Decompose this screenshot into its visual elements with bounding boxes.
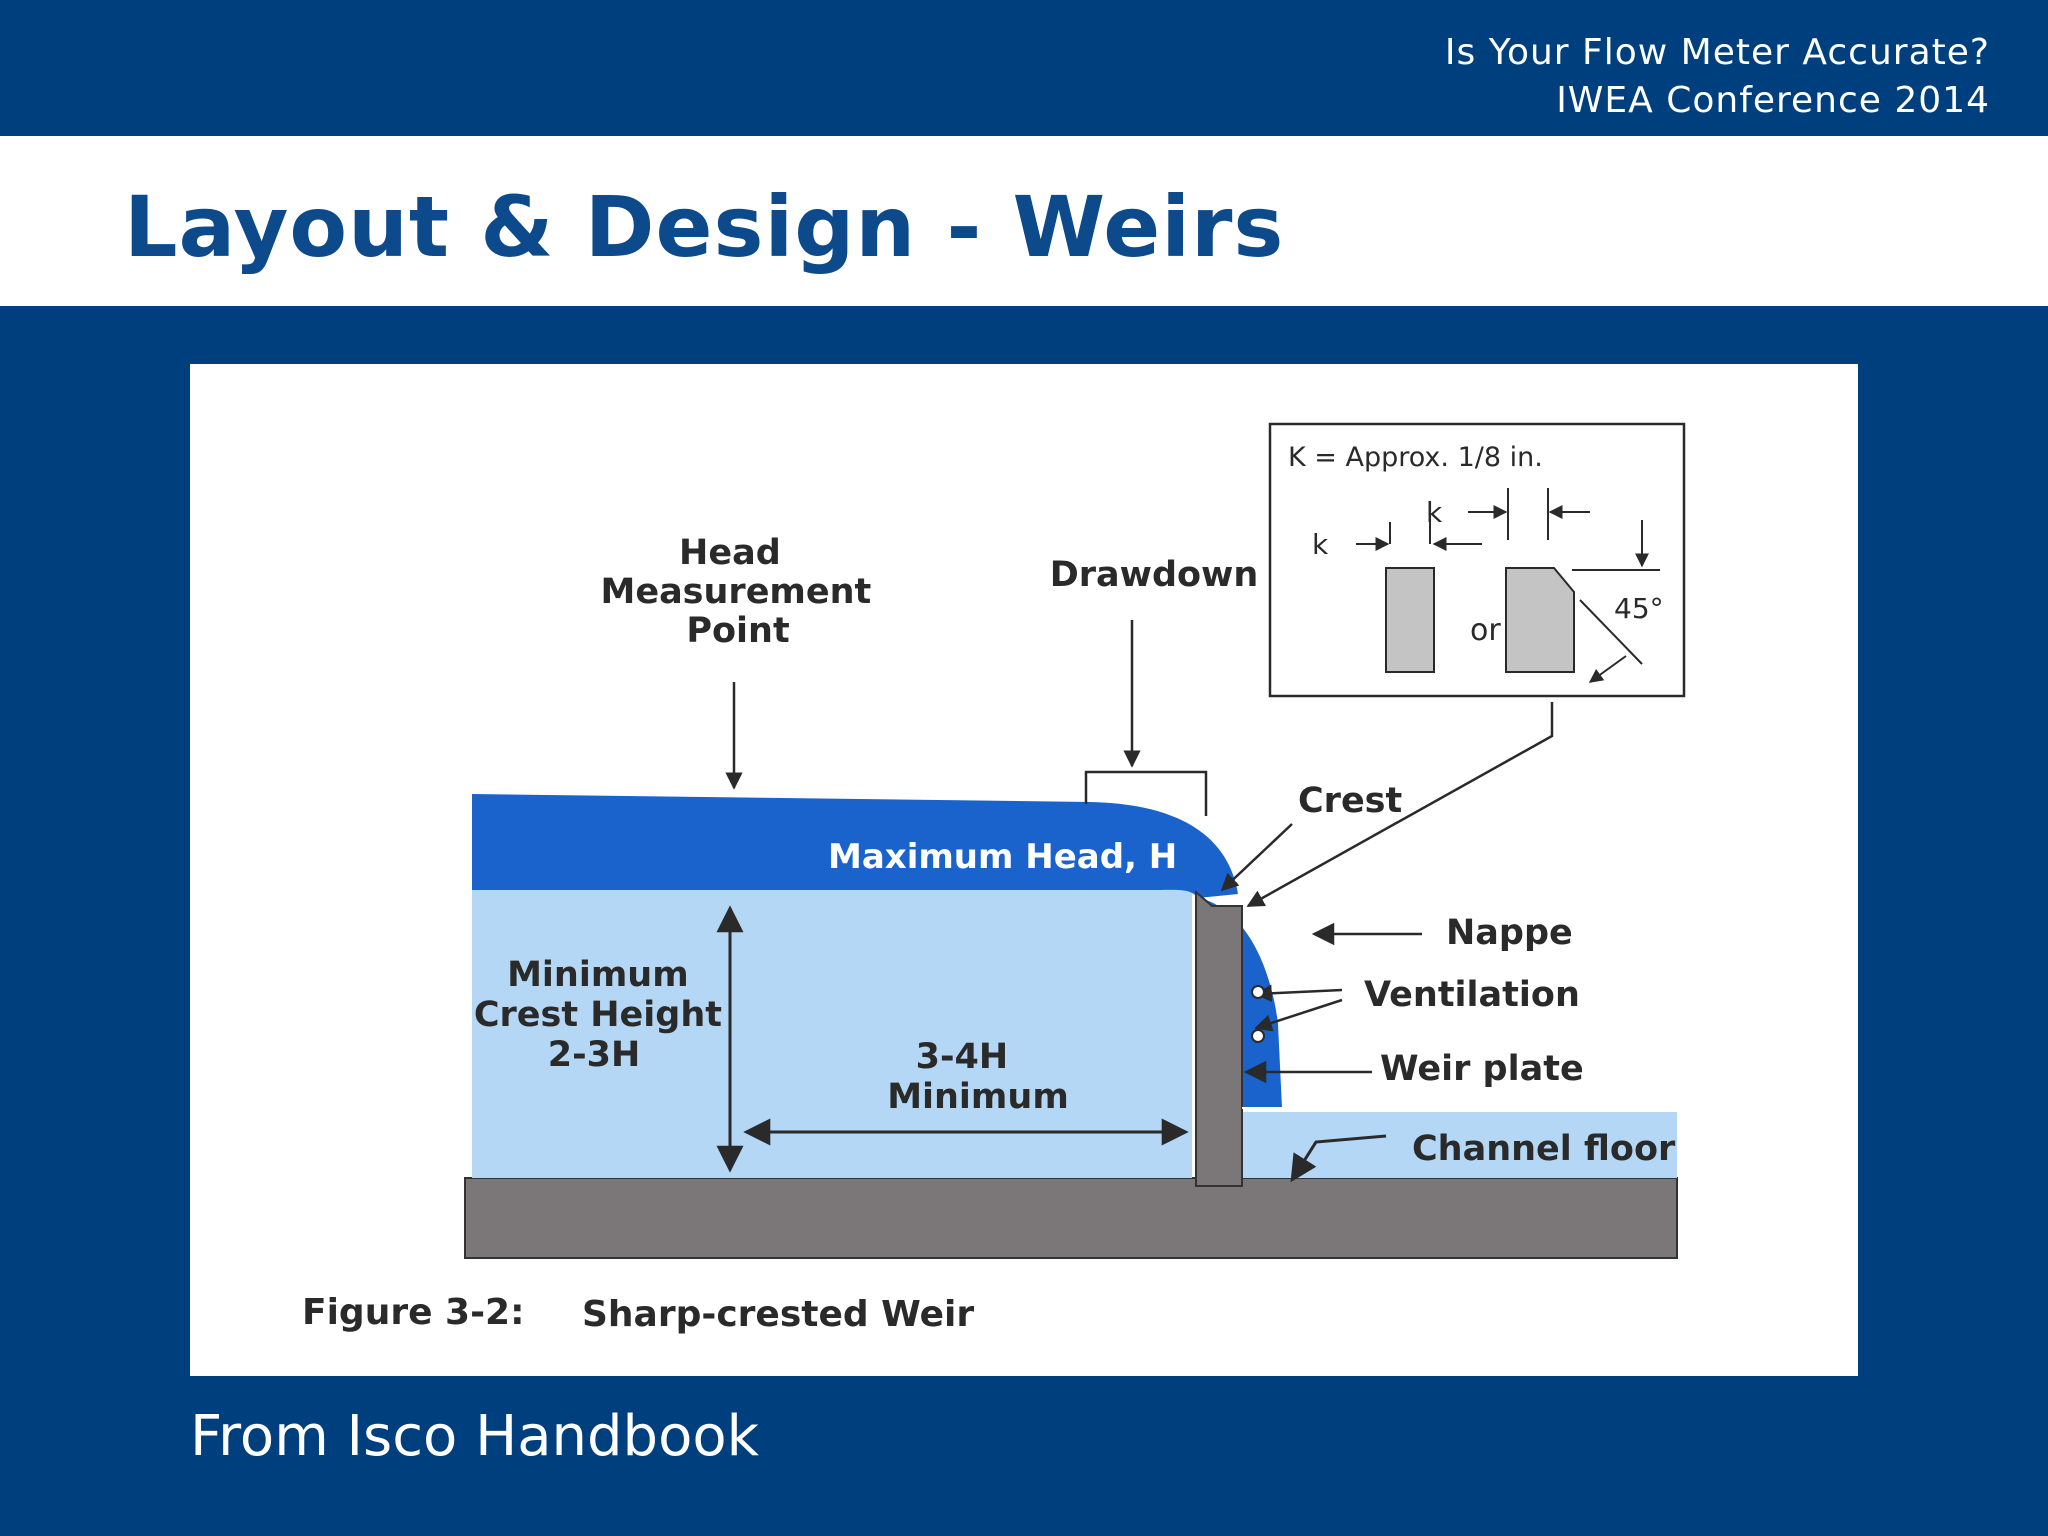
inset-box [1268,422,1686,698]
drawdown-bracket [1084,770,1208,816]
figure-caption-title: Sharp-crested Weir [582,1294,974,1335]
figure-caption-label: Figure 3-2: [302,1292,524,1333]
inset-leader-arrow [1246,702,1554,908]
drawdown-label: Drawdown [1050,555,1259,595]
conference-name: IWEA Conference 2014 [1556,80,1990,121]
crest-arrow [1220,823,1293,892]
channel-floor-arrow [1290,1134,1387,1183]
ventilation-label: Ventilation [1364,975,1580,1015]
channel-base [464,1177,1678,1259]
min-distance-label: 3-4H Minimum [887,1037,1069,1117]
inset-bevel-plate [1505,567,1575,673]
presentation-title: Is Your Flow Meter Accurate? [1444,32,1990,73]
ventilation-arrow-1 [1254,984,1343,1003]
weir-plate [1195,889,1243,1187]
channel-floor-label: Channel floor [1412,1129,1676,1169]
inset-or: or [1470,613,1501,648]
source-credit: From Isco Handbook [190,1404,760,1469]
maximum-head-label: Maximum Head, H [828,837,1177,877]
inset-angle: 45° [1614,592,1664,625]
crest-height-label: Minimum Crest Height 2-3H [474,955,734,1075]
weir-plate-label: Weir plate [1380,1049,1584,1089]
vent-hole-2 [1251,1029,1265,1043]
nappe-label: Nappe [1446,913,1573,953]
inset-k-right: k [1426,496,1443,529]
header-banner [0,0,2048,136]
title-band [0,136,2048,306]
crest-label: Crest [1298,781,1402,821]
weir-figure: K = Approx. 1/8 in. k or k 45° Head [190,364,1858,1376]
head-measurement-label: Head Measurement Point [601,533,884,651]
maximum-head-band [472,794,1238,898]
inset-k-left: k [1312,528,1329,561]
ventilation-arrow-2 [1254,998,1343,1032]
inset-note: K = Approx. 1/8 in. [1288,442,1543,473]
vent-hole-1 [1251,985,1265,999]
inset-square-plate [1385,567,1435,673]
weir-diagram: K = Approx. 1/8 in. k or k 45° Head [302,422,1686,1335]
slide-title: Layout & Design - Weirs [124,178,1285,276]
